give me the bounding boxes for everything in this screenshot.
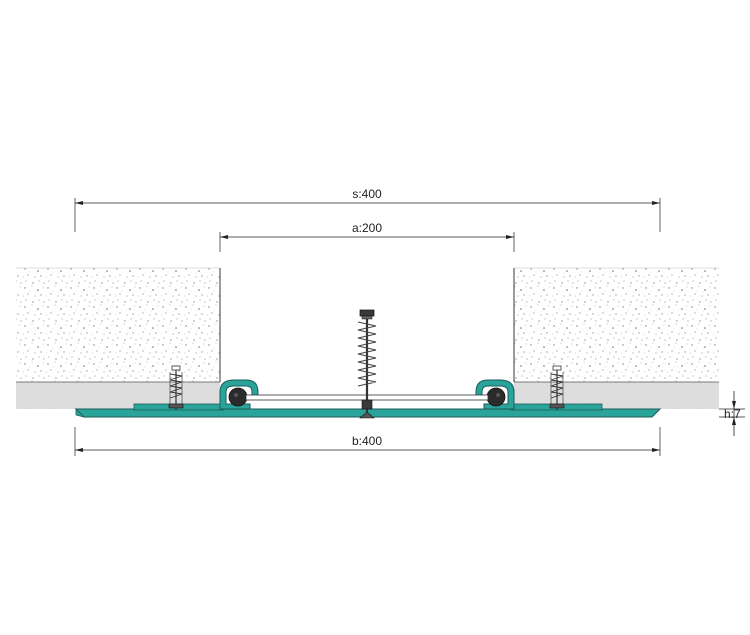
left-concrete-slab (16, 267, 221, 382)
left-anchor (168, 365, 184, 410)
dimension-s: s:400 (74, 187, 661, 232)
dimension-a: a:200 (219, 221, 515, 252)
dimension-a-label: a:200 (352, 221, 382, 235)
dimension-b-label: b:400 (352, 434, 382, 448)
right-concrete-slab (513, 267, 719, 382)
dimension-b: b:400 (74, 427, 661, 456)
dimension-h: h:7 (719, 391, 745, 436)
left-edge-profile (219, 379, 259, 410)
right-edge-profile (475, 379, 515, 410)
center-spring-bolt (357, 309, 377, 419)
dimension-s-label: s:400 (352, 187, 382, 201)
right-anchor (549, 365, 565, 410)
dimension-h-label: h:7 (724, 407, 741, 421)
